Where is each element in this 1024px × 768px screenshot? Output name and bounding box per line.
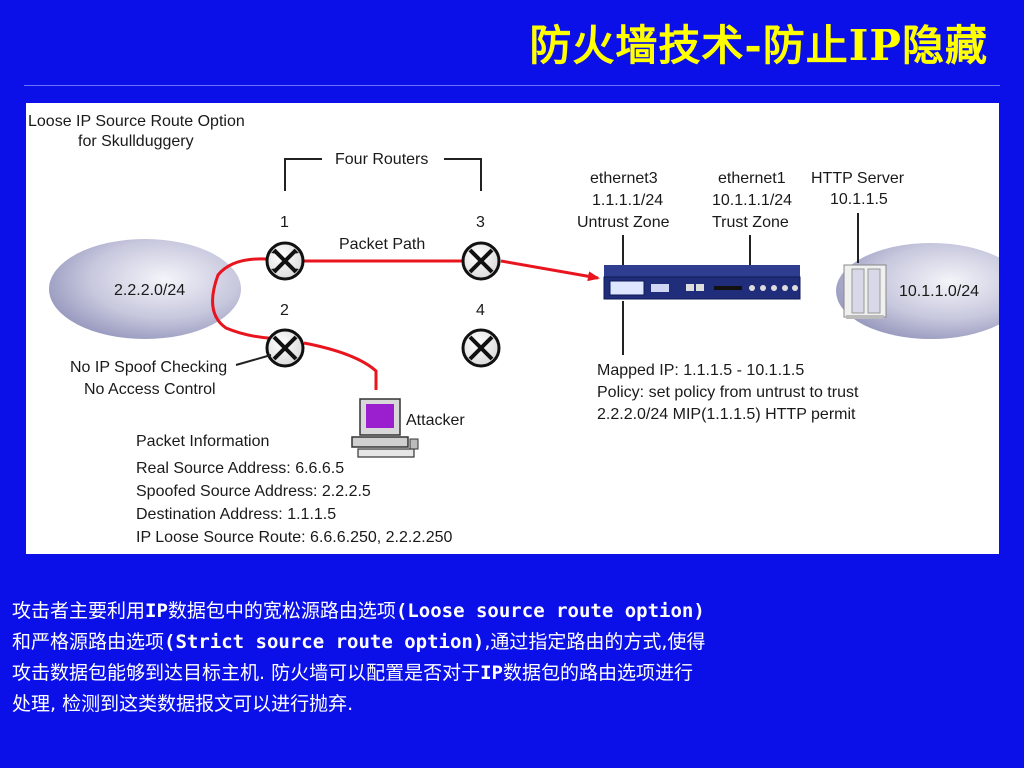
packet-path-loop [211, 257, 289, 341]
network-diagram: Loose IP Source Route Option for Skulldu… [28, 113, 999, 546]
eth1-label-1: ethernet1 [718, 170, 786, 187]
description-line-1: 攻击者主要利用IP数据包中的宽松源路由选项(Loose source route… [12, 600, 705, 622]
no-spoof-pointer [235, 354, 272, 366]
router-1-icon [265, 241, 305, 281]
description-line-4: 处理, 检测到这类数据报文可以进行抛弃. [12, 693, 354, 715]
diagram-panel: Loose IP Source Route Option for Skulldu… [26, 103, 999, 554]
packet-path-arrow [500, 259, 600, 282]
router-4-label: 4 [476, 302, 485, 319]
attacker-path [303, 341, 378, 390]
description-text: 攻击者主要利用IP数据包中的宽松源路由选项(Loose source route… [12, 596, 1012, 720]
firewall-device-icon [603, 265, 801, 300]
packet-path-label: Packet Path [339, 236, 425, 253]
router-1-label: 1 [280, 214, 289, 231]
diagram-heading-1: Loose IP Source Route Option [28, 113, 245, 130]
title-divider [24, 85, 1000, 86]
packet-info-line: IP Loose Source Route: 6.6.6.250, 2.2.2.… [136, 529, 452, 546]
eth3-label-1: ethernet3 [590, 170, 658, 187]
http-server-label-2: 10.1.1.5 [830, 191, 888, 208]
attacker-computer-icon [351, 398, 419, 458]
http-server-icon [843, 264, 887, 319]
right-network-label: 10.1.1.0/24 [899, 283, 979, 300]
description-line-2: 和严格源路由选项(Strict source route option),通过指… [12, 631, 706, 653]
no-spoof-label-1: No IP Spoof Checking [70, 359, 227, 376]
eth1-label-3: Trust Zone [712, 214, 789, 231]
left-network-label: 2.2.2.0/24 [114, 282, 185, 299]
policy-line: Policy: set policy from untrust to trust [597, 384, 859, 401]
description-line-3: 攻击数据包能够到达目标主机. 防火墙可以配置是否对于IP数据包的路由选项进行 [12, 662, 693, 684]
packet-info-line: Real Source Address: 6.6.6.5 [136, 460, 344, 477]
attacker-label: Attacker [406, 412, 465, 429]
no-spoof-label-2: No Access Control [84, 381, 216, 398]
four-routers-bracket [284, 158, 482, 191]
slide-title: 防火墙技术-防止IP隐藏 [529, 21, 988, 70]
left-network-cloud [49, 239, 241, 339]
eth3-label-2: 1.1.1.1/24 [592, 192, 663, 209]
packet-info-title: Packet Information [136, 433, 269, 450]
router-2-label: 2 [280, 302, 289, 319]
policy-detail-line: 2.2.2.0/24 MIP(1.1.1.5) HTTP permit [597, 406, 856, 423]
eth3-label-3: Untrust Zone [577, 214, 670, 231]
packet-info-line: Destination Address: 1.1.1.5 [136, 506, 336, 523]
router-3-icon [461, 241, 501, 281]
mapped-ip-line: Mapped IP: 1.1.1.5 - 10.1.1.5 [597, 362, 804, 379]
router-2-icon [265, 328, 305, 368]
router-4-icon [461, 328, 501, 368]
packet-info-line: Spoofed Source Address: 2.2.2.5 [136, 483, 371, 500]
http-server-label-1: HTTP Server [811, 170, 905, 187]
router-3-label: 3 [476, 214, 485, 231]
eth1-label-2: 10.1.1.1/24 [712, 192, 792, 209]
four-routers-label: Four Routers [335, 151, 428, 168]
diagram-heading-2: for Skullduggery [78, 133, 194, 150]
